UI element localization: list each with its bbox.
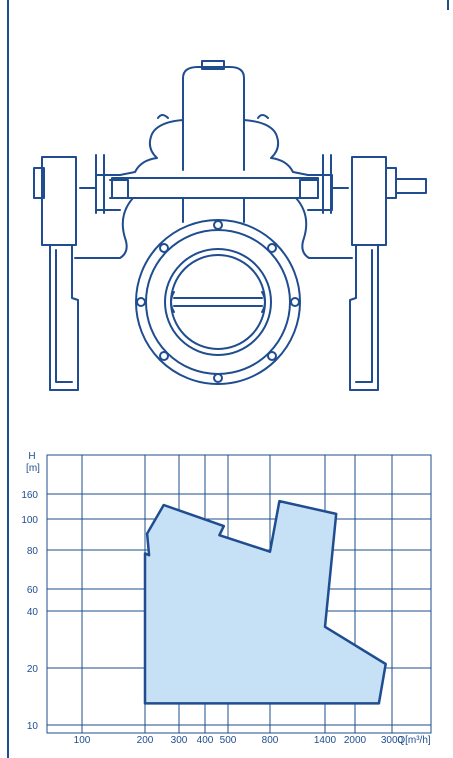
bolt-hole (290, 297, 300, 307)
x-tick-label: 300 (171, 735, 188, 746)
casing-lower (74, 197, 353, 259)
bolt-hole (213, 373, 223, 383)
x-tick-label: 400 (197, 735, 214, 746)
casing-upper (119, 114, 309, 176)
plot-area (46, 454, 432, 734)
pump-drawing (33, 60, 427, 391)
impeller-symbol (170, 291, 266, 313)
right-support (349, 156, 427, 391)
bolt-hole (267, 243, 277, 253)
x-axis-label: Q[m³/h] (397, 735, 431, 746)
y-tick-label: 80 (27, 546, 39, 557)
y-axis-label-unit: [m] (26, 463, 40, 474)
discharge-nozzle (182, 60, 245, 171)
x-tick-label: 100 (74, 735, 91, 746)
left-support (33, 156, 79, 391)
y-tick-label: 60 (27, 585, 39, 596)
x-tick-label: 2000 (344, 735, 367, 746)
frame-border-left (7, 0, 9, 758)
x-tick-label: 3000 (381, 735, 404, 746)
shaft-beam (79, 177, 349, 199)
y-tick-labels: 10 20 40 60 80 100 160 (21, 490, 38, 732)
operating-envelope (143, 499, 387, 705)
bolt-holes (136, 220, 300, 383)
y-axis-label-h: H (28, 451, 35, 462)
y-tick-label: 40 (27, 607, 39, 618)
frame-border-right (447, 0, 449, 10)
bolt-hole (159, 243, 169, 253)
bolt-hole (213, 220, 223, 230)
bolt-hole (159, 351, 169, 361)
y-tick-label: 100 (21, 515, 38, 526)
x-tick-labels: 100 200 300 400 500 800 1400 2000 3000 (74, 735, 404, 746)
x-tick-label: 1400 (314, 735, 337, 746)
bolt-hole (267, 351, 277, 361)
y-gridlines (47, 493, 431, 726)
x-tick-label: 500 (220, 735, 237, 746)
x-tick-label: 200 (137, 735, 154, 746)
x-tick-label: 800 (262, 735, 279, 746)
y-tick-label: 10 (27, 721, 39, 732)
y-tick-label: 20 (27, 664, 39, 675)
bolt-hole (136, 297, 146, 307)
y-tick-label: 160 (21, 490, 38, 501)
